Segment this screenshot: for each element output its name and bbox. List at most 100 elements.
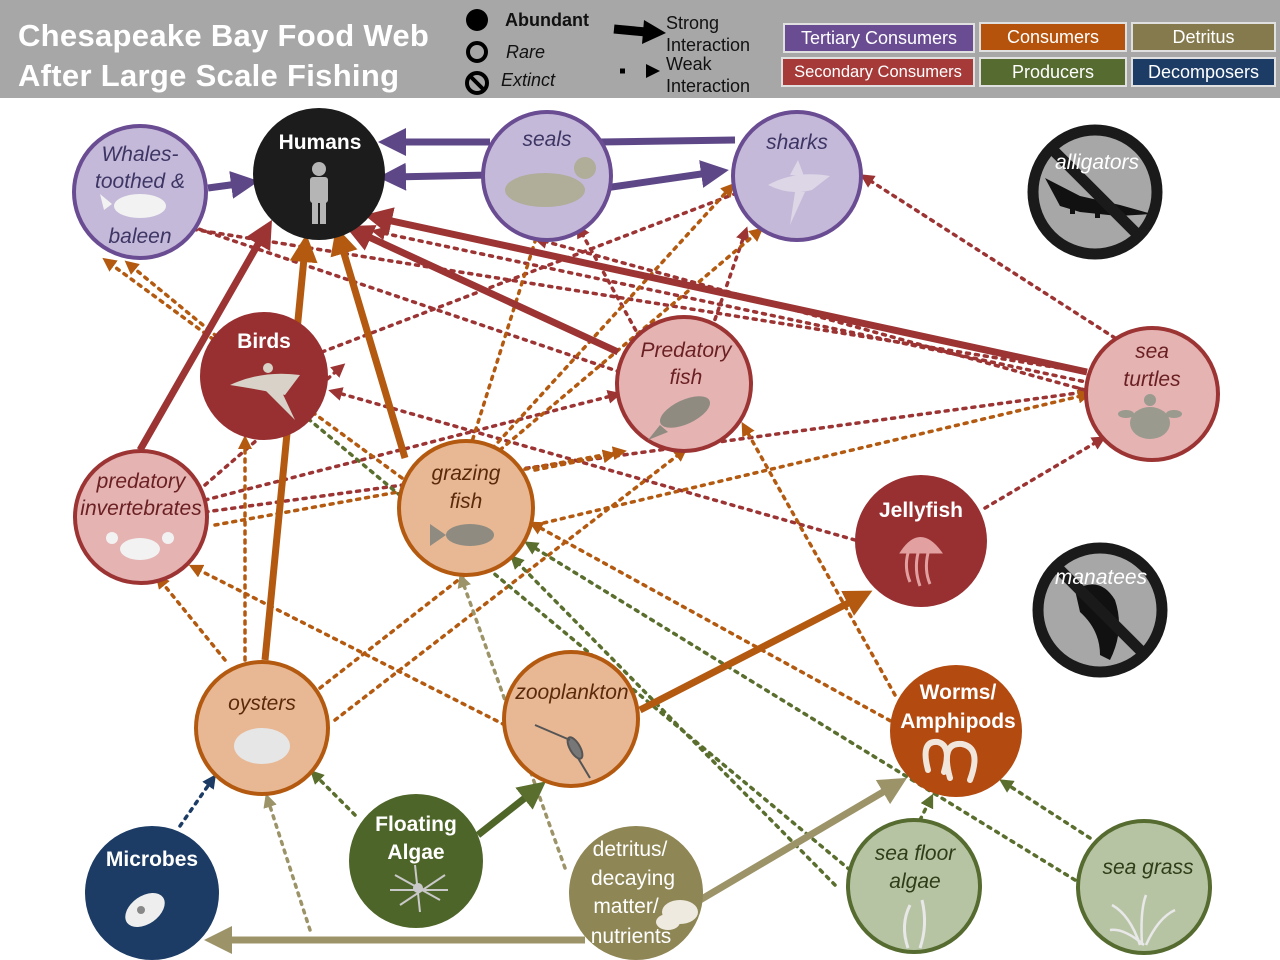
- humans-label: Humans: [279, 131, 362, 154]
- strong-link: [604, 160, 729, 192]
- fish-icon: [648, 396, 710, 440]
- algae-icon: [390, 864, 448, 913]
- weak-link: [533, 389, 1092, 527]
- whales-label-3: baleen: [108, 225, 171, 248]
- oysters-label: oysters: [228, 692, 296, 715]
- sea-grass-label: sea grass: [1102, 856, 1194, 879]
- grazing-fish-label-2: fish: [450, 490, 483, 513]
- shark-icon: [768, 160, 830, 225]
- weak-link: [310, 770, 357, 817]
- weak-link: [478, 182, 735, 464]
- category-consumers: Consumers: [979, 22, 1127, 52]
- bird-icon: [230, 363, 300, 420]
- strong-link: [207, 171, 259, 199]
- alligator-icon: [1045, 178, 1152, 218]
- predatory-invertebrates-label-2: invertebrates: [80, 497, 202, 520]
- floating-algae-label-1: Floating: [375, 813, 457, 836]
- category-tertiary-consumers: Tertiary Consumers: [783, 23, 975, 53]
- weak-link: [178, 774, 216, 828]
- node-sharks: sharks: [731, 110, 863, 242]
- node-grazing-fish: grazing fish: [397, 439, 535, 577]
- node-alligators: alligators: [1027, 124, 1163, 260]
- weak-link: [328, 387, 857, 542]
- weak-link: [741, 421, 897, 697]
- worms-label-2: Amphipods: [900, 710, 1016, 733]
- weak-link: [999, 779, 1092, 840]
- crab-icon: [106, 532, 174, 560]
- worms-label-1: Worms/: [920, 681, 997, 704]
- jellyfish-icon: [899, 537, 943, 587]
- legend-strong-interaction: Strong Interaction: [666, 13, 751, 55]
- weak-link: [294, 407, 852, 872]
- weak-link: [524, 541, 1077, 882]
- node-birds: Birds: [200, 312, 328, 440]
- birds-label: Birds: [237, 330, 291, 353]
- node-floating-algae: Floating Algae: [349, 794, 483, 928]
- title-line-2: After Large Scale Fishing: [18, 58, 400, 93]
- whales-label-1: Whales-: [101, 143, 178, 166]
- sea-turtles-label-2: turtles: [1123, 368, 1181, 391]
- sea-floor-algae-label-2: algae: [889, 870, 940, 893]
- node-whales: Whales- toothed & baleen: [72, 124, 208, 260]
- weak-link: [371, 226, 1102, 387]
- strong-link: [345, 225, 620, 356]
- sharks-label: sharks: [766, 131, 828, 154]
- alligators-label: alligators: [1055, 151, 1140, 174]
- weak-link: [320, 183, 757, 354]
- strong-link: [330, 226, 409, 460]
- turtle-icon: [1118, 394, 1182, 439]
- predatory-fish-label-2: fish: [670, 366, 703, 389]
- category-decomposers: Decomposers: [1131, 57, 1276, 87]
- strong-link: [378, 162, 491, 191]
- node-worms-amphipods: Worms/ Amphipods: [890, 665, 1022, 797]
- seaweed-icon: [903, 899, 927, 949]
- legend-abundant: Abundant: [505, 10, 589, 30]
- weak-link: [468, 225, 543, 450]
- predatory-fish-label-1: Predatory: [640, 339, 733, 362]
- detritus-label-4: nutrients: [591, 925, 672, 948]
- detritus-label-1: detritus/: [593, 838, 668, 861]
- weak-link: [155, 574, 227, 662]
- weak-link: [860, 174, 1117, 340]
- grazing-fish-label-1: grazing: [432, 462, 501, 485]
- node-sea-floor-algae: sea floor algae: [846, 818, 982, 954]
- node-manatees: manatees: [1032, 542, 1168, 678]
- seagrass-icon: [1109, 894, 1176, 946]
- node-seals: seals: [481, 110, 613, 242]
- node-predatory-fish: Predatory fish: [615, 315, 753, 453]
- worm-icon: [922, 738, 978, 783]
- legend-extinct: Extinct: [501, 70, 556, 90]
- node-sea-grass: sea grass: [1076, 819, 1212, 955]
- legend-arrow-icons: [613, 20, 666, 78]
- seal-icon: [505, 157, 596, 207]
- weak-link: [498, 227, 764, 452]
- node-predatory-invertebrates: predatory invertebrates: [73, 449, 209, 585]
- header-bar: Chesapeake Bay Food Web After Large Scal…: [0, 0, 1280, 98]
- strong-link: [599, 136, 736, 146]
- weak-link: [203, 386, 1092, 514]
- manatees-label: manatees: [1055, 566, 1148, 589]
- strong-link: [475, 781, 546, 838]
- zooplankton-label: zooplankton: [514, 681, 628, 704]
- weak-link: [263, 793, 312, 932]
- strong-link: [364, 207, 1088, 376]
- category-producers: Producers: [979, 57, 1127, 87]
- page-title: Chesapeake Bay Food Web After Large Scal…: [18, 16, 429, 96]
- detritus-label-2: decaying: [591, 867, 675, 890]
- weak-link: [318, 533, 518, 690]
- zooplankton-icon: [534, 724, 591, 779]
- whale-icon: [100, 194, 166, 218]
- detritus-icon: [656, 900, 698, 930]
- detritus-label-3: matter/: [593, 895, 659, 918]
- fish-icon: [430, 524, 494, 546]
- node-microbes: Microbes: [85, 826, 219, 960]
- weak-link: [918, 793, 934, 822]
- category-detritus: Detritus: [1131, 22, 1276, 52]
- legend-rare: Rare: [506, 42, 546, 62]
- node-zooplankton: zooplankton: [502, 650, 640, 788]
- weak-link: [710, 226, 750, 330]
- weak-link: [528, 521, 900, 727]
- seals-label: seals: [522, 128, 572, 151]
- legend-abundance-icons: [465, 9, 489, 95]
